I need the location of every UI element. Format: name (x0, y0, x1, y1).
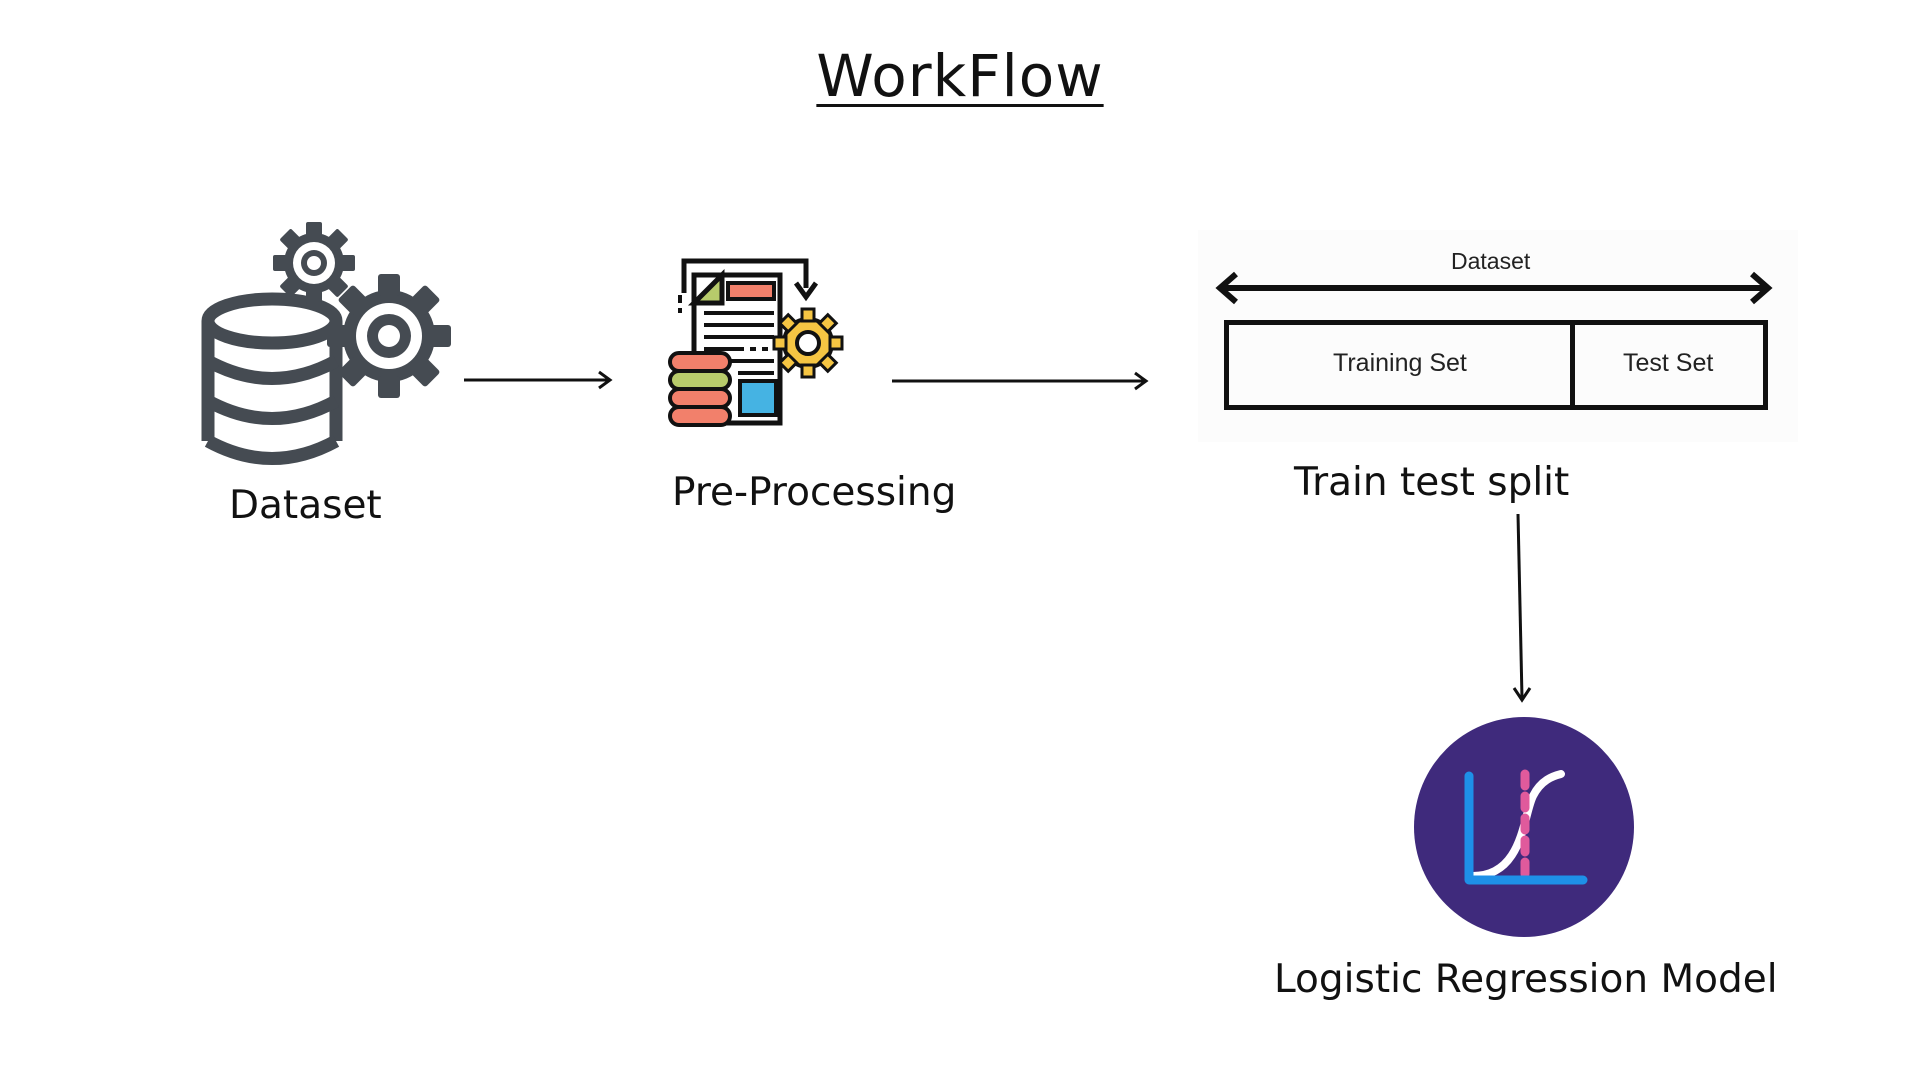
arrow-dataset-to-preprocessing (464, 370, 613, 390)
logistic-curve-icon (1414, 717, 1634, 937)
arrow-split-to-model (1512, 513, 1532, 703)
train-test-split-illustration: Dataset Training Set Test Set (1198, 230, 1798, 442)
preprocessing-label: Pre-Processing (672, 470, 957, 515)
dataset-label: Dataset (229, 483, 382, 528)
model-label: Logistic Regression Model (1274, 957, 1778, 1002)
document-processing-icon (668, 258, 844, 427)
dataset-range-arrow (1215, 271, 1773, 305)
database-gears-icon (201, 222, 451, 465)
diagram-title: WorkFlow (816, 42, 1104, 110)
test-set-box: Test Set (1570, 320, 1768, 410)
test-set-label: Test Set (1623, 349, 1714, 377)
training-set-label: Training Set (1333, 349, 1467, 377)
split-label: Train test split (1294, 460, 1570, 505)
dataset-range-label: Dataset (1451, 248, 1531, 274)
training-set-box: Training Set (1224, 320, 1573, 410)
arrow-preprocessing-to-split (892, 371, 1149, 391)
